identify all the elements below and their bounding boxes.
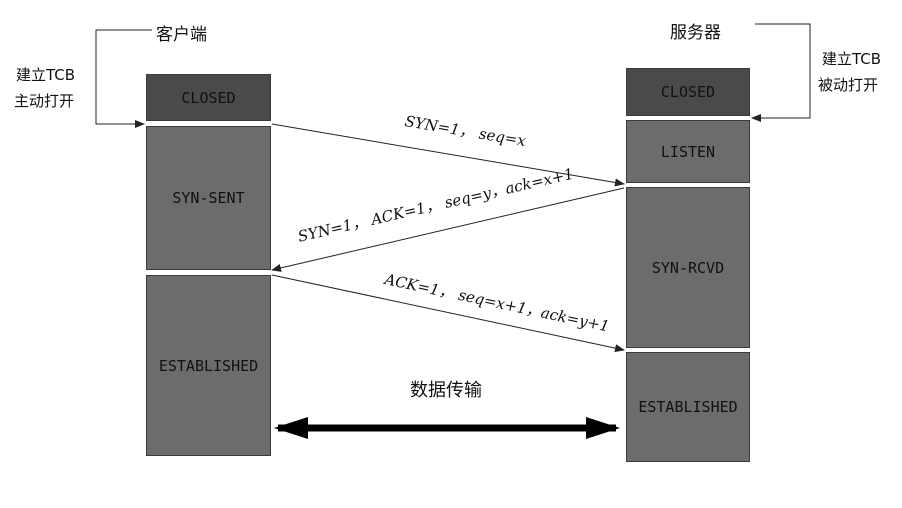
syn-arrow xyxy=(271,123,625,187)
server-note-line1: 建立TCB xyxy=(822,50,882,68)
server-state-syn-rcvd: SYN-RCVD xyxy=(626,187,750,348)
server-state-established: ESTABLISHED xyxy=(626,352,750,462)
client-state-syn-sent: SYN-SENT xyxy=(146,126,271,270)
server-state-closed: CLOSED xyxy=(626,68,750,116)
client-open-bracket xyxy=(95,29,152,128)
server-note-line2: 被动打开 xyxy=(818,76,879,94)
data-transfer-label: 数据传输 xyxy=(410,380,482,401)
client-note-line1: 建立TCB xyxy=(16,66,76,84)
server-title: 服务器 xyxy=(670,23,721,43)
client-state-established: ESTABLISHED xyxy=(146,275,271,456)
ack-arrow xyxy=(271,274,625,353)
client-state-closed: CLOSED xyxy=(146,74,271,121)
syn-ack-arrow xyxy=(271,187,625,272)
client-note-line2: 主动打开 xyxy=(14,92,75,110)
server-state-listen: LISTEN xyxy=(626,120,750,183)
server-open-bracket xyxy=(751,23,811,122)
client-title: 客户端 xyxy=(156,25,207,45)
